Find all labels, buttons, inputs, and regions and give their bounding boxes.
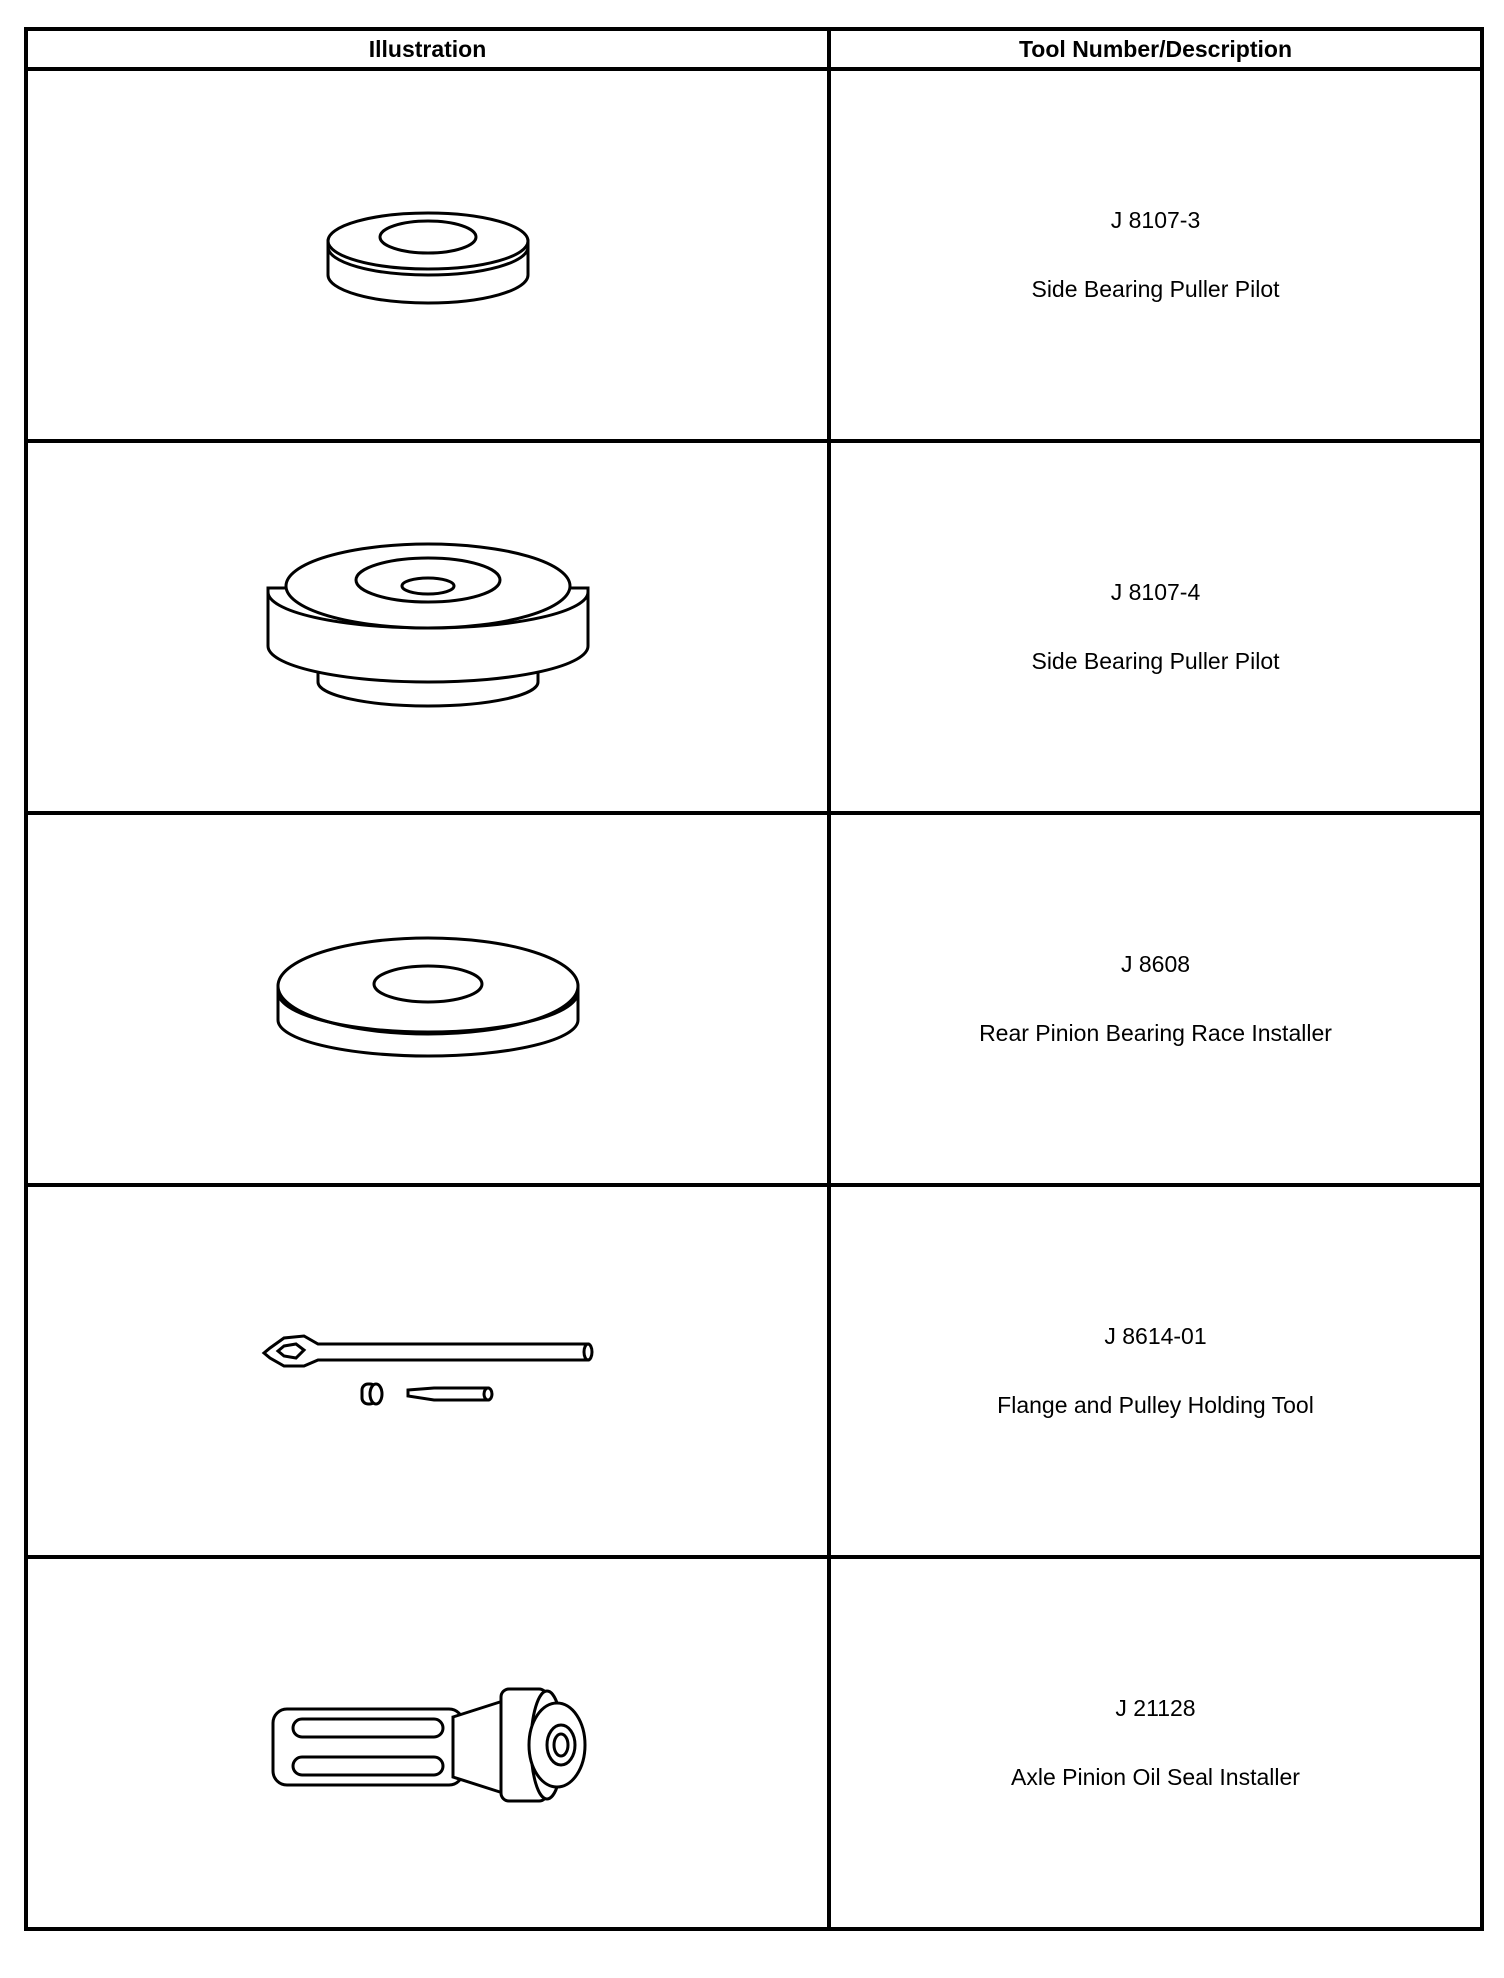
tool-description-cell: J 8608 Rear Pinion Bearing Race Installe… [827, 811, 1484, 1187]
illustration-cell [24, 811, 831, 1187]
table-header-row: Illustration Tool Number/Description [24, 27, 1484, 71]
tool-number: J 8107-4 [1110, 579, 1201, 605]
table-row: J 8107-3 Side Bearing Puller Pilot [24, 67, 1484, 443]
tool-number: J 21128 [1115, 1695, 1196, 1721]
illustration-cell [24, 439, 831, 815]
header-illustration: Illustration [24, 27, 831, 71]
tool-description: Side Bearing Puller Pilot [1031, 276, 1280, 302]
tool-description: Flange and Pulley Holding Tool [997, 1392, 1314, 1418]
illustration-cell [24, 1183, 831, 1559]
tool-table: Illustration Tool Number/Description J 8… [24, 27, 1484, 1931]
tool-description-cell: J 8107-3 Side Bearing Puller Pilot [827, 67, 1484, 443]
oil-seal-installer-icon [271, 1687, 586, 1803]
tool-number: J 8614-01 [1104, 1323, 1207, 1349]
tool-description: Axle Pinion Oil Seal Installer [1011, 1764, 1300, 1790]
header-tool-number-description: Tool Number/Description [827, 27, 1484, 71]
tool-number: J 8107-3 [1110, 207, 1201, 233]
illustration-cell [24, 67, 831, 443]
tool-description: Rear Pinion Bearing Race Installer [979, 1020, 1332, 1046]
pinion-race-installer-icon [276, 936, 579, 1058]
table-row: J 21128 Axle Pinion Oil Seal Installer [24, 1555, 1484, 1931]
tool-description-cell: J 21128 Axle Pinion Oil Seal Installer [827, 1555, 1484, 1931]
table-row: J 8614-01 Flange and Pulley Holding Tool [24, 1183, 1484, 1559]
tool-description-cell: J 8614-01 Flange and Pulley Holding Tool [827, 1183, 1484, 1559]
tool-number: J 8608 [1120, 951, 1191, 977]
table-row: J 8107-4 Side Bearing Puller Pilot [24, 439, 1484, 815]
tool-description-cell: J 8107-4 Side Bearing Puller Pilot [827, 439, 1484, 815]
table-row: J 8608 Rear Pinion Bearing Race Installe… [24, 811, 1484, 1187]
illustration-cell [24, 1555, 831, 1931]
holding-tool-icon [261, 1334, 593, 1406]
side-bearing-puller-pilot-small-icon [326, 211, 529, 305]
tool-description: Side Bearing Puller Pilot [1031, 648, 1280, 674]
side-bearing-puller-pilot-large-icon [266, 542, 589, 708]
